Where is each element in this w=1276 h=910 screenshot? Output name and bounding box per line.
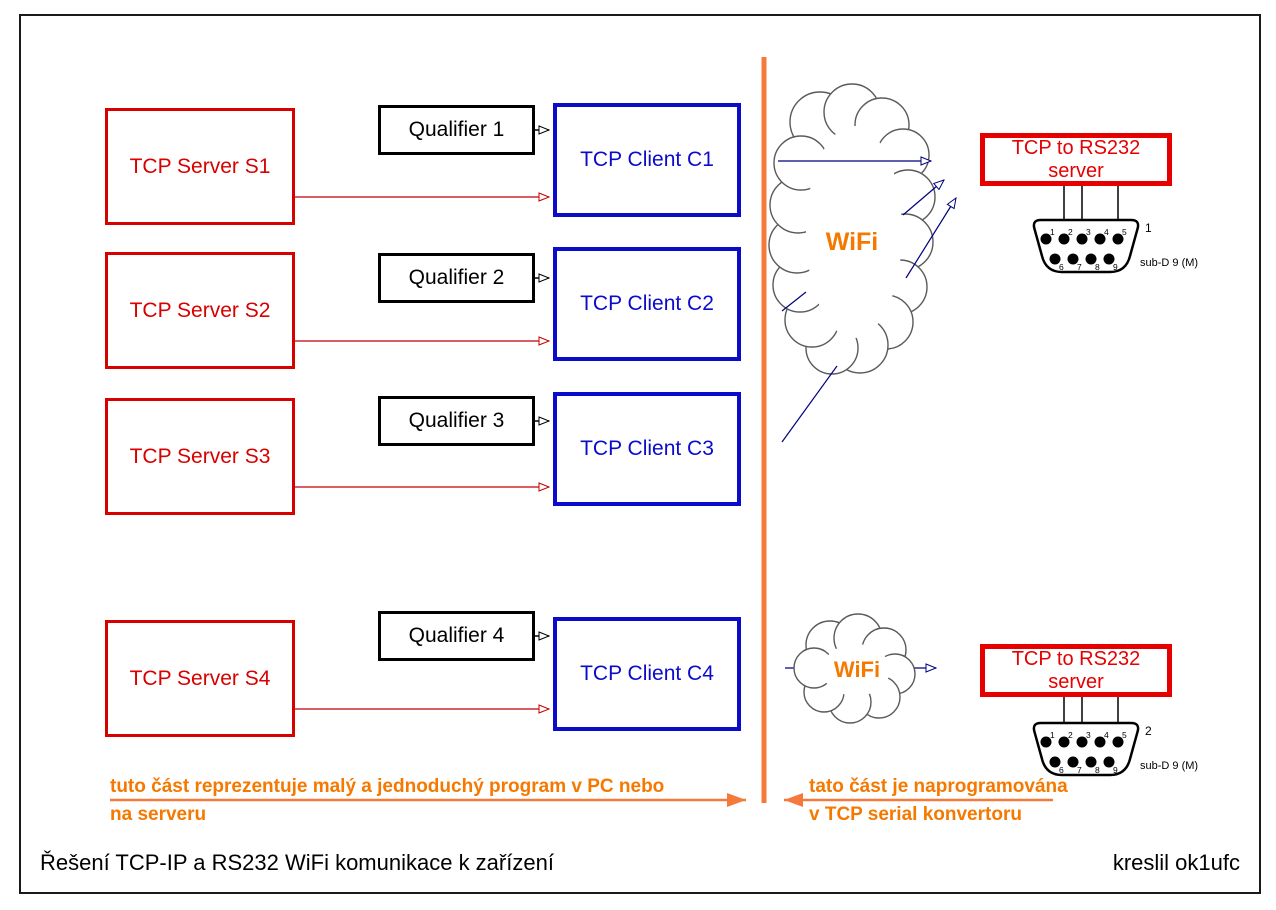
qualifier-3-box: Qualifier 3 bbox=[378, 396, 535, 446]
qualifier-4-box: Qualifier 4 bbox=[378, 611, 535, 661]
left-annotation-line1: tuto část reprezentuje malý a jednoduchý… bbox=[110, 776, 665, 797]
tcp-client-c1-box: TCP Client C1 bbox=[553, 103, 741, 217]
qualifier-2-label: Qualifier 2 bbox=[408, 266, 505, 289]
tcp-server-s3-box: TCP Server S3 bbox=[105, 398, 295, 515]
qualifier-1-box: Qualifier 1 bbox=[378, 105, 535, 155]
tcp-client-c3-label: TCP Client C3 bbox=[580, 437, 714, 460]
tcp-server-s4-label: TCP Server S4 bbox=[129, 666, 271, 690]
diagram-title: Řešení TCP-IP a RS232 WiFi komunikace k … bbox=[40, 850, 554, 875]
right-annotation-line1: tato část je naprogramována bbox=[809, 776, 1068, 797]
rs232-converter-2-label: TCP to RS232 server bbox=[1011, 647, 1141, 693]
tcp-client-c4-label: TCP Client C4 bbox=[580, 662, 714, 685]
right-annotation-line2: v TCP serial konvertoru bbox=[809, 804, 1022, 825]
tcp-server-s1-box: TCP Server S1 bbox=[105, 108, 295, 225]
qualifier-4-label: Qualifier 4 bbox=[408, 624, 505, 647]
tcp-client-c3-box: TCP Client C3 bbox=[553, 392, 741, 506]
left-annotation-line2: na serveru bbox=[110, 804, 207, 825]
rs232-converter-1-label: TCP to RS232 server bbox=[1011, 136, 1141, 182]
tcp-server-s3-label: TCP Server S3 bbox=[129, 444, 271, 468]
qualifier-1-label: Qualifier 1 bbox=[408, 118, 505, 141]
rs232-converter-2-box: TCP to RS232 server bbox=[980, 644, 1172, 697]
tcp-server-s1-label: TCP Server S1 bbox=[129, 154, 271, 178]
tcp-client-c2-box: TCP Client C2 bbox=[553, 247, 741, 361]
tcp-server-s2-box: TCP Server S2 bbox=[105, 252, 295, 369]
rs232-converter-1-box: TCP to RS232 server bbox=[980, 133, 1172, 186]
outer-border bbox=[19, 14, 1261, 894]
tcp-server-s4-box: TCP Server S4 bbox=[105, 620, 295, 737]
qualifier-2-box: Qualifier 2 bbox=[378, 253, 535, 303]
tcp-client-c1-label: TCP Client C1 bbox=[580, 148, 714, 171]
qualifier-3-label: Qualifier 3 bbox=[408, 409, 505, 432]
tcp-server-s2-label: TCP Server S2 bbox=[129, 298, 271, 322]
tcp-client-c2-label: TCP Client C2 bbox=[580, 292, 714, 315]
tcp-client-c4-box: TCP Client C4 bbox=[553, 617, 741, 731]
diagram-credit: kreslil ok1ufc bbox=[1112, 850, 1240, 875]
